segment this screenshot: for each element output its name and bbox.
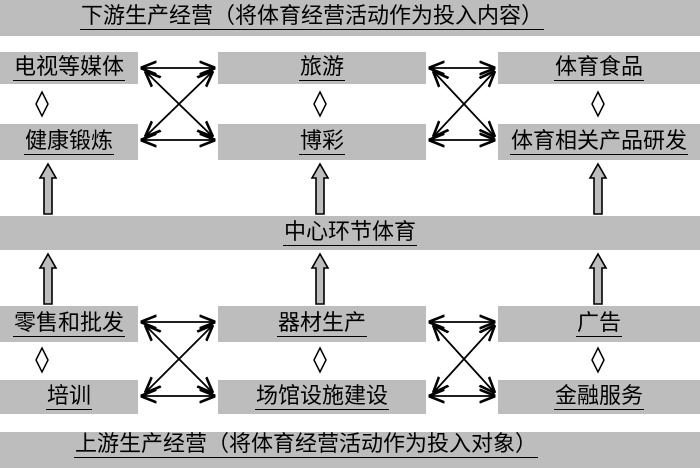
box-finance: 金融服务 [498, 380, 700, 414]
double-arrow-food-rnd [591, 90, 605, 118]
box-training: 培训 [0, 380, 138, 414]
box-venue: 场馆设施建设 [218, 380, 426, 414]
block-arrow-center-to-gambling [310, 162, 330, 215]
box-center: 中心环节体育 [282, 219, 417, 247]
box-fitness: 健康锻炼 [0, 124, 138, 160]
block-arrow-ads-to-center [588, 252, 608, 305]
box-gambling: 博彩 [218, 124, 426, 160]
bottom-header-band [0, 432, 700, 468]
block-arrow-equipment-to-center [310, 252, 330, 305]
box-media: 电视等媒体 [0, 52, 138, 84]
double-arrow-ads-finance [591, 346, 605, 374]
double-arrow-tourism-gambling [313, 90, 327, 118]
block-arrow-retail-to-center [38, 252, 58, 305]
vertical-double-arrows [35, 90, 605, 374]
block-arrow-center-to-rnd [588, 162, 608, 215]
center-band [0, 216, 700, 250]
box-rnd: 体育相关产品研发 [498, 124, 700, 160]
cross-arrows-bottom-left [142, 322, 214, 396]
block-arrows [38, 162, 608, 305]
box-sports-food: 体育食品 [498, 52, 700, 84]
box-equipment: 器材生产 [218, 306, 426, 342]
cross-arrows-top-right [430, 68, 494, 140]
cross-arrows-bottom-right [430, 322, 494, 396]
double-arrow-media-fitness [35, 90, 49, 118]
double-arrow-equipment-venue [313, 346, 327, 374]
cross-arrows-top-left [142, 68, 214, 140]
block-arrow-center-to-fitness [38, 162, 58, 215]
box-tourism: 旅游 [218, 52, 426, 84]
box-retail: 零售和批发 [0, 306, 138, 342]
box-advertising: 广告 [498, 306, 700, 342]
double-arrow-retail-training [35, 346, 49, 374]
